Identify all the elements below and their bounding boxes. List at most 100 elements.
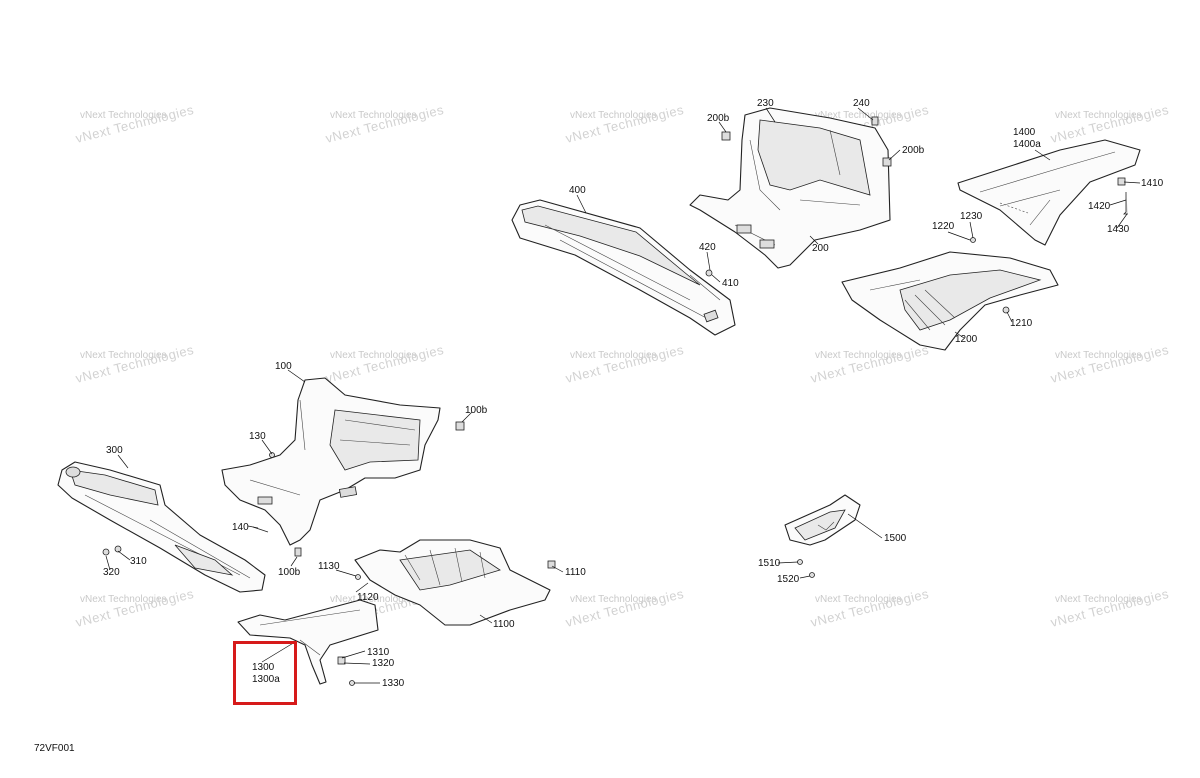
callout-1300[interactable]: 1300: [252, 662, 275, 673]
part-1500[interactable]: [784, 494, 861, 546]
callout-1120[interactable]: 1120: [357, 592, 379, 603]
callout-1230[interactable]: 1230: [960, 211, 983, 222]
watermark: vNext Technologies vNext Technologies: [324, 342, 446, 386]
callout-320[interactable]: 320: [103, 567, 120, 578]
part-1100[interactable]: [354, 539, 551, 626]
callout-100b-bottom[interactable]: 100b: [278, 567, 301, 578]
callout-1310[interactable]: 1310: [367, 647, 390, 658]
clip-100b-top: [455, 421, 465, 431]
callout-1520[interactable]: 1520: [777, 574, 800, 585]
callout-200b-top[interactable]: 200b: [707, 113, 730, 124]
svg-text:vNext Technologies: vNext Technologies: [564, 586, 686, 630]
part-100[interactable]: [221, 377, 441, 546]
washer-320: [102, 548, 110, 556]
screw-410: [705, 269, 713, 277]
svg-text:vNext Technologies: vNext Technologies: [570, 110, 657, 121]
part-300[interactable]: [57, 461, 266, 593]
svg-text:vNext Technologies: vNext Technologies: [324, 102, 446, 146]
svg-text:vNext Technologies: vNext Technologies: [809, 586, 931, 630]
callout-1400[interactable]: 1400: [1013, 127, 1036, 138]
callout-310[interactable]: 310: [130, 556, 147, 567]
callout-1130[interactable]: 1130: [318, 561, 340, 572]
screw-1510: [797, 559, 803, 565]
clip-1110: [547, 560, 556, 569]
screw-1420: [1123, 192, 1128, 215]
callout-1500[interactable]: 1500: [884, 533, 907, 544]
screw-310: [114, 545, 122, 553]
callout-1220[interactable]: 1220: [932, 221, 955, 232]
svg-text:vNext Technologies: vNext Technologies: [564, 102, 686, 146]
callout-240[interactable]: 240: [853, 98, 870, 109]
screw-1330: [349, 680, 355, 686]
watermark: vNext Technologies vNext Technologies: [809, 586, 931, 630]
callout-1410[interactable]: 1410: [1141, 178, 1164, 189]
part-1300[interactable]: [237, 599, 379, 685]
svg-text:vNext Technologies: vNext Technologies: [80, 110, 167, 121]
callout-1320[interactable]: 1320: [372, 658, 395, 669]
svg-text:vNext Technologies: vNext Technologies: [324, 342, 446, 386]
watermark: vNext Technologies vNext Technologies: [564, 342, 686, 386]
callout-230[interactable]: 230: [757, 98, 774, 109]
clip-200b-right: [882, 157, 892, 167]
watermark: vNext Technologies vNext Technologies: [564, 102, 686, 146]
watermark: vNext Technologies vNext Technologies: [564, 586, 686, 630]
screw-1130: [355, 574, 361, 580]
callout-1300a[interactable]: 1300a: [252, 674, 280, 685]
callout-100[interactable]: 100: [275, 361, 292, 372]
svg-text:vNext Technologies: vNext Technologies: [570, 350, 657, 361]
watermark: vNext Technologies vNext Technologies: [74, 342, 196, 386]
callout-1200[interactable]: 1200: [955, 334, 978, 345]
callout-300[interactable]: 300: [106, 445, 123, 456]
washer-1520: [809, 572, 815, 578]
callout-140[interactable]: 140: [232, 522, 249, 533]
callout-1420[interactable]: 1420: [1088, 201, 1111, 212]
part-400[interactable]: [511, 199, 736, 336]
callout-1510[interactable]: 1510: [758, 558, 781, 569]
callout-420[interactable]: 420: [699, 242, 716, 253]
callout-200b-right[interactable]: 200b: [902, 145, 925, 156]
screw-130: [269, 452, 275, 458]
watermark: vNext Technologies vNext Technologies: [809, 342, 931, 386]
svg-text:vNext Technologies: vNext Technologies: [74, 342, 196, 386]
svg-text:vNext Technologies: vNext Technologies: [1055, 594, 1142, 605]
svg-text:vNext Technologies: vNext Technologies: [74, 102, 196, 146]
svg-text:vNext Technologies: vNext Technologies: [570, 594, 657, 605]
svg-text:vNext Technologies: vNext Technologies: [1055, 110, 1142, 121]
clip-1410: [1117, 177, 1126, 186]
svg-text:vNext Technologies: vNext Technologies: [815, 594, 902, 605]
clip-1210: [1002, 306, 1010, 314]
part-1400[interactable]: [957, 139, 1141, 246]
callout-1210[interactable]: 1210: [1010, 318, 1033, 329]
clip-200b-top: [721, 131, 731, 141]
svg-text:vNext Technologies: vNext Technologies: [330, 350, 417, 361]
svg-text:vNext Technologies: vNext Technologies: [1055, 350, 1142, 361]
callout-410[interactable]: 410: [722, 278, 739, 289]
svg-text:vNext Technologies: vNext Technologies: [1049, 342, 1171, 386]
callouts: 200b 230 240 200b 200 400 420 410 1400 1…: [103, 98, 1164, 689]
callout-130[interactable]: 130: [249, 431, 266, 442]
callout-100b-top[interactable]: 100b: [465, 405, 488, 416]
clip-100b-bottom: [294, 547, 302, 557]
svg-text:vNext Technologies: vNext Technologies: [1049, 102, 1171, 146]
part-1200[interactable]: [841, 251, 1059, 351]
callout-1400a[interactable]: 1400a: [1013, 139, 1041, 150]
part-200[interactable]: [689, 107, 891, 269]
callout-1430[interactable]: 1430: [1107, 224, 1130, 235]
svg-text:vNext Technologies: vNext Technologies: [815, 350, 902, 361]
svg-text:vNext Technologies: vNext Technologies: [809, 342, 931, 386]
svg-text:vNext Technologies: vNext Technologies: [74, 586, 196, 630]
callout-200[interactable]: 200: [812, 243, 829, 254]
callout-400[interactable]: 400: [569, 185, 586, 196]
callout-1100[interactable]: 1100: [493, 619, 515, 630]
selected-part-highlight: [233, 641, 297, 705]
clip-240: [871, 116, 879, 126]
callout-1330[interactable]: 1330: [382, 678, 405, 689]
svg-text:vNext Technologies: vNext Technologies: [80, 594, 167, 605]
svg-text:vNext Technologies: vNext Technologies: [1049, 586, 1171, 630]
svg-text:vNext Technologies: vNext Technologies: [815, 110, 902, 121]
callout-1110[interactable]: 1110: [565, 567, 586, 578]
watermark: vNext Technologies vNext Technologies: [324, 102, 446, 146]
watermark: vNext Technologies vNext Technologies: [1049, 586, 1171, 630]
watermark: vNext Technologies vNext Technologies: [74, 102, 196, 146]
